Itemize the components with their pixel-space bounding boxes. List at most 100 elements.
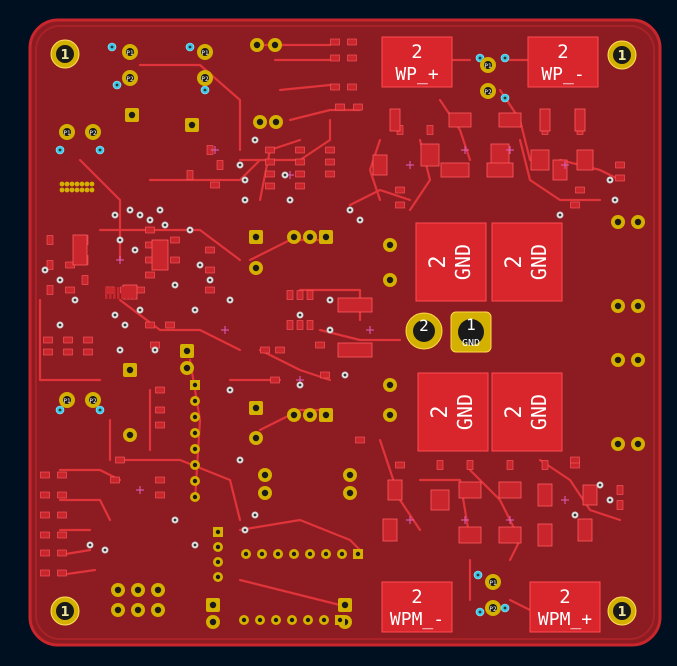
smd-component-25 (337, 342, 373, 358)
header-vertical-left-hole-1 (192, 398, 198, 404)
th-hole-1 (188, 121, 196, 129)
smd-pad-78 (541, 460, 549, 470)
th-hole-36 (114, 586, 122, 594)
header-horizontal-lower-hole-0 (337, 617, 343, 623)
trace-6 (148, 158, 262, 182)
ic-pin-2 (113, 287, 116, 299)
footprint-left-lower-p1: P1 (63, 398, 71, 405)
smd-pad-50 (63, 348, 73, 356)
mounting-hole-bottom-right-label: 1 (617, 605, 626, 620)
power-pad-wp-plus[interactable]: 2 WP_+ (381, 36, 453, 88)
smd-component-21 (498, 526, 522, 544)
smd-pad-20 (216, 160, 224, 170)
footprint-top-left-a[interactable]: P1 P2 (122, 44, 138, 86)
smd-pad-22 (210, 181, 220, 189)
smd-pad-85 (40, 491, 50, 499)
header-vertical-bottom-hole-1 (215, 544, 221, 550)
power-pad-wpm-plus[interactable]: 2 WPM_+ (529, 581, 601, 633)
mounting-hole-top-left-label: 1 (60, 48, 69, 63)
mounting-hole-bottom-right[interactable]: 1 (607, 596, 637, 626)
smd-component-18 (582, 484, 598, 506)
smd-pad-5 (347, 83, 357, 91)
th-hole-10 (252, 264, 260, 272)
terminal-block[interactable]: 2 1 GND (405, 311, 492, 353)
trace-23 (58, 498, 112, 522)
smd-pad-83 (40, 471, 50, 479)
crosshair-mark-3 (561, 161, 569, 169)
crosshair-mark-14 (211, 146, 219, 154)
footprint-bottom-right[interactable]: P1 P2 (485, 574, 501, 616)
mounting-hole-top-right[interactable]: 1 (607, 40, 637, 70)
board-copper-pour-edge (35, 25, 655, 640)
power-pad-wp-minus[interactable]: 2 WP_- (527, 36, 599, 88)
header-horizontal-upper-hole-2 (323, 551, 329, 557)
smd-pad-87 (40, 511, 50, 519)
via-hole-33 (198, 263, 202, 267)
smd-pad-60 (315, 341, 325, 349)
th-hole-5 (272, 118, 280, 126)
via-hole-2 (115, 83, 119, 87)
th-hole-35 (346, 489, 354, 497)
smd-pad-11 (265, 182, 275, 190)
header-vertical-left-hole-4 (192, 446, 198, 452)
power-pad-wpm-minus[interactable]: 2 WPM_- (381, 581, 453, 633)
trace-29 (258, 348, 332, 382)
smd-pad-82 (616, 500, 624, 510)
th-hole-40 (134, 606, 142, 614)
th-hole-34 (346, 471, 354, 479)
footprint-left-upper[interactable]: P1 P2 (59, 124, 101, 140)
smd-pad-75 (436, 460, 444, 470)
footprint-top-right[interactable]: P1 P2 (480, 57, 496, 99)
gnd-pad-4[interactable]: 2 GND (491, 372, 563, 452)
th-hole-39 (114, 606, 122, 614)
trace-20 (238, 518, 362, 552)
via-hole-45 (328, 298, 332, 302)
mesh-pin-5-0 (84, 181, 90, 187)
smd-pad-13 (295, 158, 305, 166)
th-hole-38 (154, 586, 162, 594)
smd-pad-101 (155, 421, 165, 429)
crosshair-mark-9 (116, 256, 124, 264)
trace-21 (238, 578, 342, 607)
smd-component-1 (448, 112, 472, 128)
ic-pin-3 (117, 287, 120, 299)
gnd-pad-1[interactable]: 2 GND (415, 222, 487, 302)
footprint-top-right-p1: P1 (484, 63, 492, 70)
mounting-hole-top-left[interactable]: 1 (50, 39, 80, 69)
via-hole-9 (503, 56, 507, 60)
via-hole-50 (228, 388, 232, 392)
via-hole-4 (58, 148, 62, 152)
smd-pad-77 (506, 460, 514, 470)
mounting-hole-bottom-left[interactable]: 1 (50, 596, 80, 626)
via-hole-7 (98, 408, 102, 412)
smd-pad-80 (570, 456, 580, 464)
smd-pad-92 (57, 549, 67, 557)
via-hole-55 (103, 548, 107, 552)
th-hole-32 (261, 471, 269, 479)
smd-pad-48 (83, 336, 93, 344)
via-hole-63 (573, 513, 577, 517)
gnd-pad-1-net: GND (451, 244, 475, 280)
through-hole-layer (59, 38, 645, 629)
via-hole-32 (73, 298, 77, 302)
smd-pad-14 (295, 170, 305, 178)
smd-pad-93 (40, 569, 50, 577)
header-horizontal-upper-hole-5 (275, 551, 281, 557)
footprint-left-lower[interactable]: P1 P2 (59, 392, 101, 408)
smd-pad-33 (170, 236, 180, 244)
header-horizontal-lower-hole-1 (321, 617, 327, 623)
th-hole-25 (634, 356, 642, 364)
gnd-pad-2[interactable]: 2 GND (491, 222, 563, 302)
smd-pad-54 (306, 290, 314, 300)
gnd-pad-3[interactable]: 2 GND (417, 372, 489, 452)
via-hole-61 (598, 483, 602, 487)
via-hole-56 (193, 543, 197, 547)
header-vertical-left-hole-5 (192, 462, 198, 468)
via-hole-62 (608, 498, 612, 502)
smd-pad-32 (205, 286, 215, 294)
footprint-top-left-b[interactable]: P1 P2 (197, 44, 213, 86)
smd-pad-73 (355, 436, 365, 444)
smd-pad-52 (286, 290, 294, 300)
smd-pad-40 (46, 285, 54, 295)
